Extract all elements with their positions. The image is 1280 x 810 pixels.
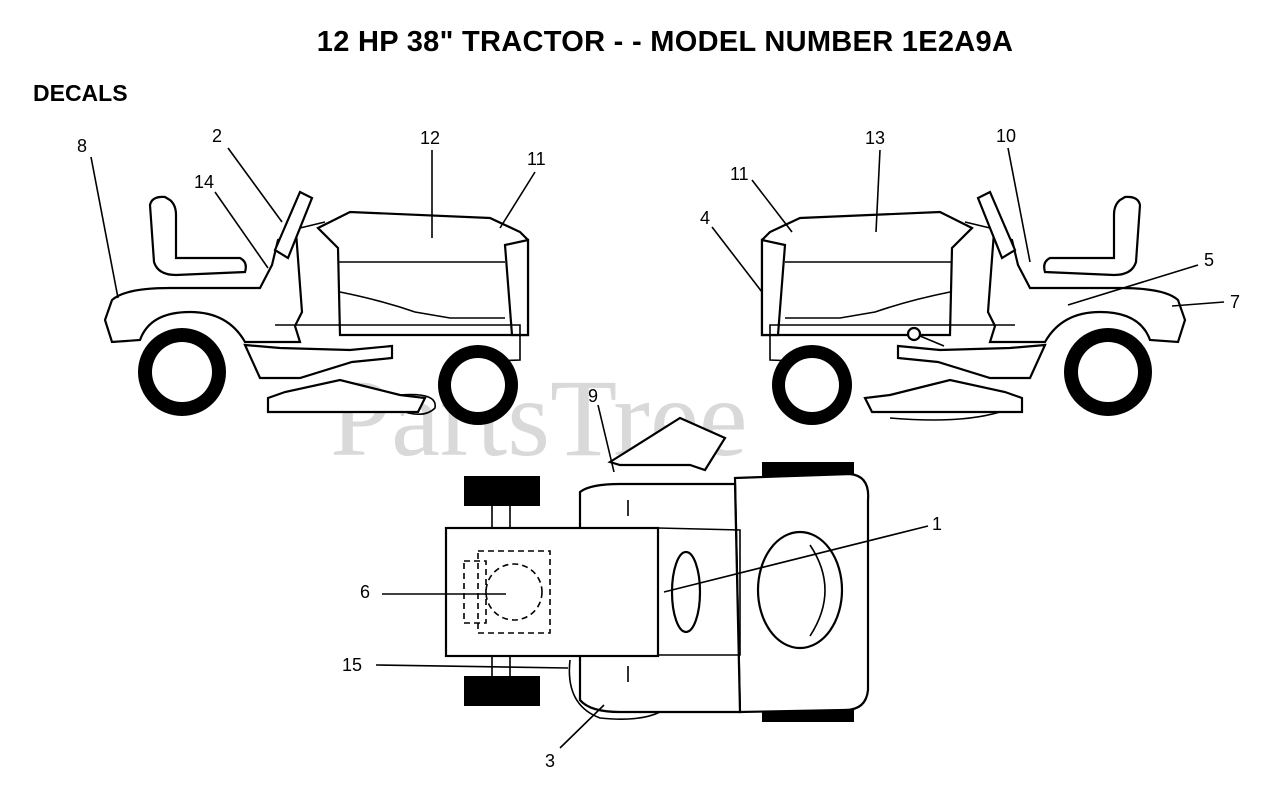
callout-5: 5 [1204, 250, 1214, 270]
callout-1: 1 [932, 514, 942, 534]
callout-15: 15 [342, 655, 362, 675]
callout-2: 2 [212, 126, 222, 146]
callout-14: 14 [194, 172, 214, 192]
tractor-top-view [444, 416, 870, 722]
callout-7: 7 [1230, 292, 1240, 312]
callout-8: 8 [77, 136, 87, 156]
tractor-right-view [760, 190, 1187, 425]
callout-11-left: 11 [527, 149, 546, 169]
leader-lines [90, 147, 1225, 749]
page-title: 12 HP 38" TRACTOR - - MODEL NUMBER 1E2A9… [316, 26, 1014, 58]
callout-4: 4 [700, 208, 710, 228]
callout-9: 9 [588, 386, 598, 406]
callout-6: 6 [360, 582, 370, 602]
callout-12: 12 [420, 128, 440, 148]
callout-13: 13 [865, 128, 885, 148]
section-heading: DECALS [33, 80, 128, 106]
callout-10: 10 [996, 126, 1016, 146]
tractor-left-view [103, 190, 530, 425]
ignition-key [906, 326, 945, 347]
callout-numbers: 8 2 14 12 11 13 10 11 4 5 7 9 1 6 15 3 [77, 126, 1240, 771]
callout-3: 3 [545, 751, 555, 771]
callout-11-right: 11 [730, 164, 749, 184]
